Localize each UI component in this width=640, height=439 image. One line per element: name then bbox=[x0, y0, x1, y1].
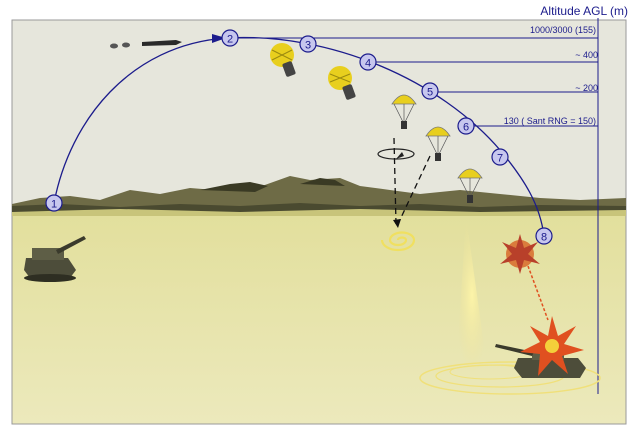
stage-marker-2: 2 bbox=[221, 29, 239, 47]
altitude-mark-label: ~ 200 bbox=[575, 83, 598, 93]
altitude-scale bbox=[230, 18, 599, 394]
scan-spiral bbox=[380, 231, 416, 252]
panel-border bbox=[11, 19, 627, 425]
svg-text:8: 8 bbox=[541, 232, 547, 244]
svg-text:2: 2 bbox=[227, 34, 233, 46]
trajectory-arc bbox=[53, 36, 545, 237]
parachute-icon bbox=[457, 168, 483, 203]
stage-marker-3: 3 bbox=[299, 35, 317, 53]
stage-marker-1: 1 bbox=[45, 194, 63, 212]
altitude-mark-label: 1000/3000 (155) bbox=[530, 25, 596, 35]
svg-text:1: 1 bbox=[51, 199, 57, 211]
altitude-mark-label: ~ 400 bbox=[575, 50, 598, 60]
submunition-drogue-icon bbox=[328, 66, 356, 100]
impact-explosion-icon bbox=[520, 316, 584, 376]
svg-text:7: 7 bbox=[497, 153, 503, 165]
stage-marker-6: 6 bbox=[457, 117, 475, 135]
stage-marker-7: 7 bbox=[491, 148, 509, 166]
spin-rotation-icon bbox=[377, 148, 415, 160]
svg-text:6: 6 bbox=[463, 122, 469, 134]
svg-text:3: 3 bbox=[305, 40, 311, 52]
svg-text:5: 5 bbox=[427, 87, 433, 99]
altitude-mark-label: 130 ( Sant RNG = 150) bbox=[504, 116, 596, 126]
projectile-icon bbox=[110, 40, 182, 49]
stage-marker-4: 4 bbox=[359, 53, 377, 71]
descent-track bbox=[393, 137, 397, 225]
scan-track-arrowhead bbox=[393, 219, 401, 228]
stage-marker-8: 8 bbox=[535, 227, 553, 245]
stage-marker-5: 5 bbox=[421, 82, 439, 100]
svg-text:4: 4 bbox=[365, 58, 371, 70]
trajectory-arrowhead bbox=[212, 34, 226, 43]
parachute-icon bbox=[425, 126, 451, 161]
sensor-beam bbox=[456, 216, 488, 374]
submunition-ejection-icon bbox=[270, 43, 296, 77]
altitude-axis-label: Altitude AGL (m) bbox=[540, 4, 628, 18]
parachute-icon bbox=[391, 94, 417, 129]
howitzer-icon bbox=[24, 236, 86, 282]
horizon-hills bbox=[12, 176, 626, 216]
airburst-explosion-icon bbox=[500, 234, 549, 321]
scan-track bbox=[397, 155, 431, 225]
